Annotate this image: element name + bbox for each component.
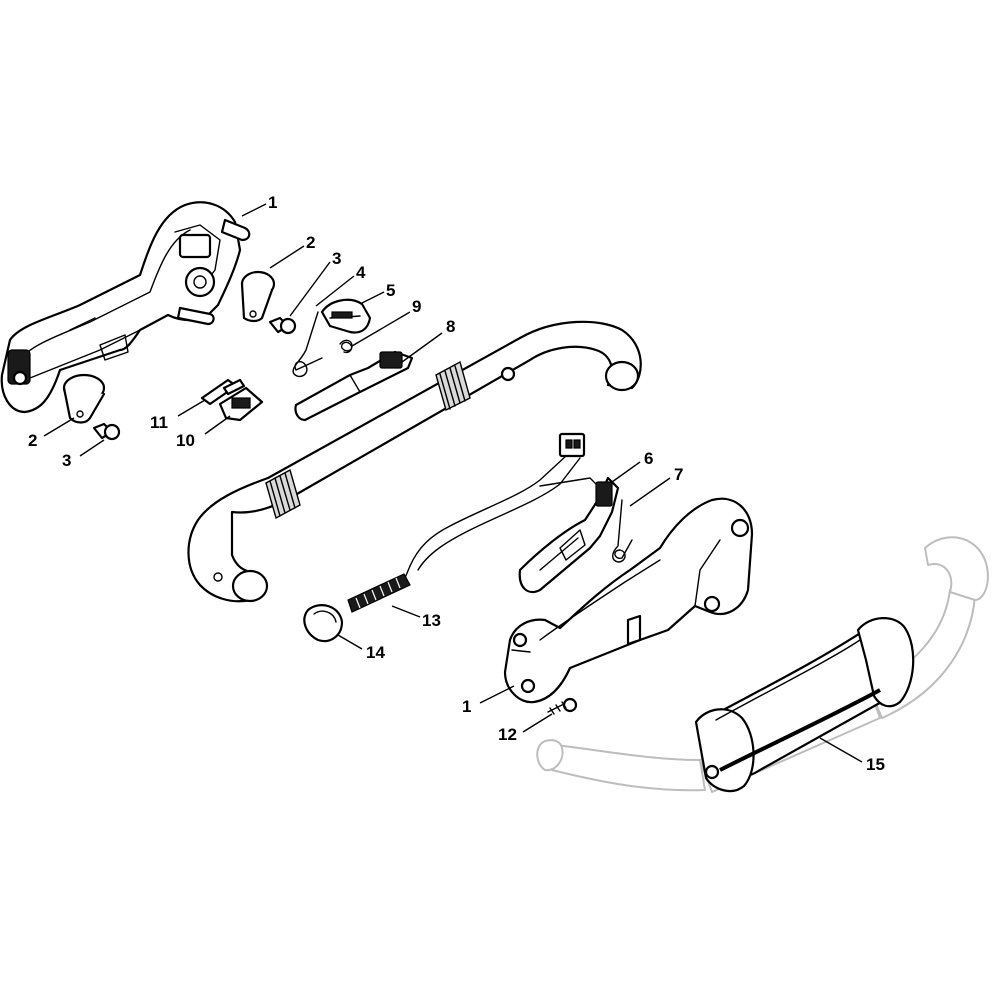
callout-labels: 1 2 3 4 5 9 8 11 10 2 3 6 7 13 14 1 12 1… (28, 193, 885, 774)
handle-housing-upper (0, 201, 251, 414)
callout-11: 11 (150, 413, 168, 432)
callout-2-upper: 2 (306, 233, 315, 252)
handlebar-tube (187, 320, 642, 603)
screw-lower (92, 422, 121, 441)
stop-switch-cable (347, 432, 601, 613)
callout-10: 10 (176, 431, 195, 450)
screw-upper (268, 316, 297, 335)
screw-housing (547, 697, 578, 715)
handle-grip (694, 617, 915, 793)
callout-15: 15 (866, 755, 885, 774)
callout-4: 4 (356, 263, 366, 282)
callout-7: 7 (674, 465, 683, 484)
clamp-upper (240, 270, 276, 323)
handle-housing-lower (503, 497, 754, 704)
callout-6: 6 (644, 449, 653, 468)
callout-12: 12 (498, 725, 517, 744)
clamp-lower (62, 373, 106, 424)
callout-2-lower: 2 (28, 431, 37, 450)
callout-3-upper: 3 (332, 249, 341, 268)
callout-13: 13 (422, 611, 441, 630)
callout-8: 8 (446, 317, 455, 336)
trigger-lever (518, 476, 620, 594)
callout-5: 5 (386, 281, 395, 300)
callout-9: 9 (412, 297, 421, 316)
throttle-lever (294, 350, 414, 422)
retaining-ring (303, 604, 344, 643)
callout-14: 14 (366, 643, 385, 662)
torsion-spring (292, 311, 323, 378)
callout-3-lower: 3 (62, 451, 71, 470)
callout-1-lower: 1 (462, 697, 471, 716)
compression-spring-small (339, 339, 353, 354)
switch-slider-set (200, 378, 264, 422)
leader-lines (43, 203, 863, 763)
interlock-lever (320, 298, 372, 334)
trigger-spring (612, 499, 633, 563)
callout-1-upper: 1 (268, 193, 277, 212)
